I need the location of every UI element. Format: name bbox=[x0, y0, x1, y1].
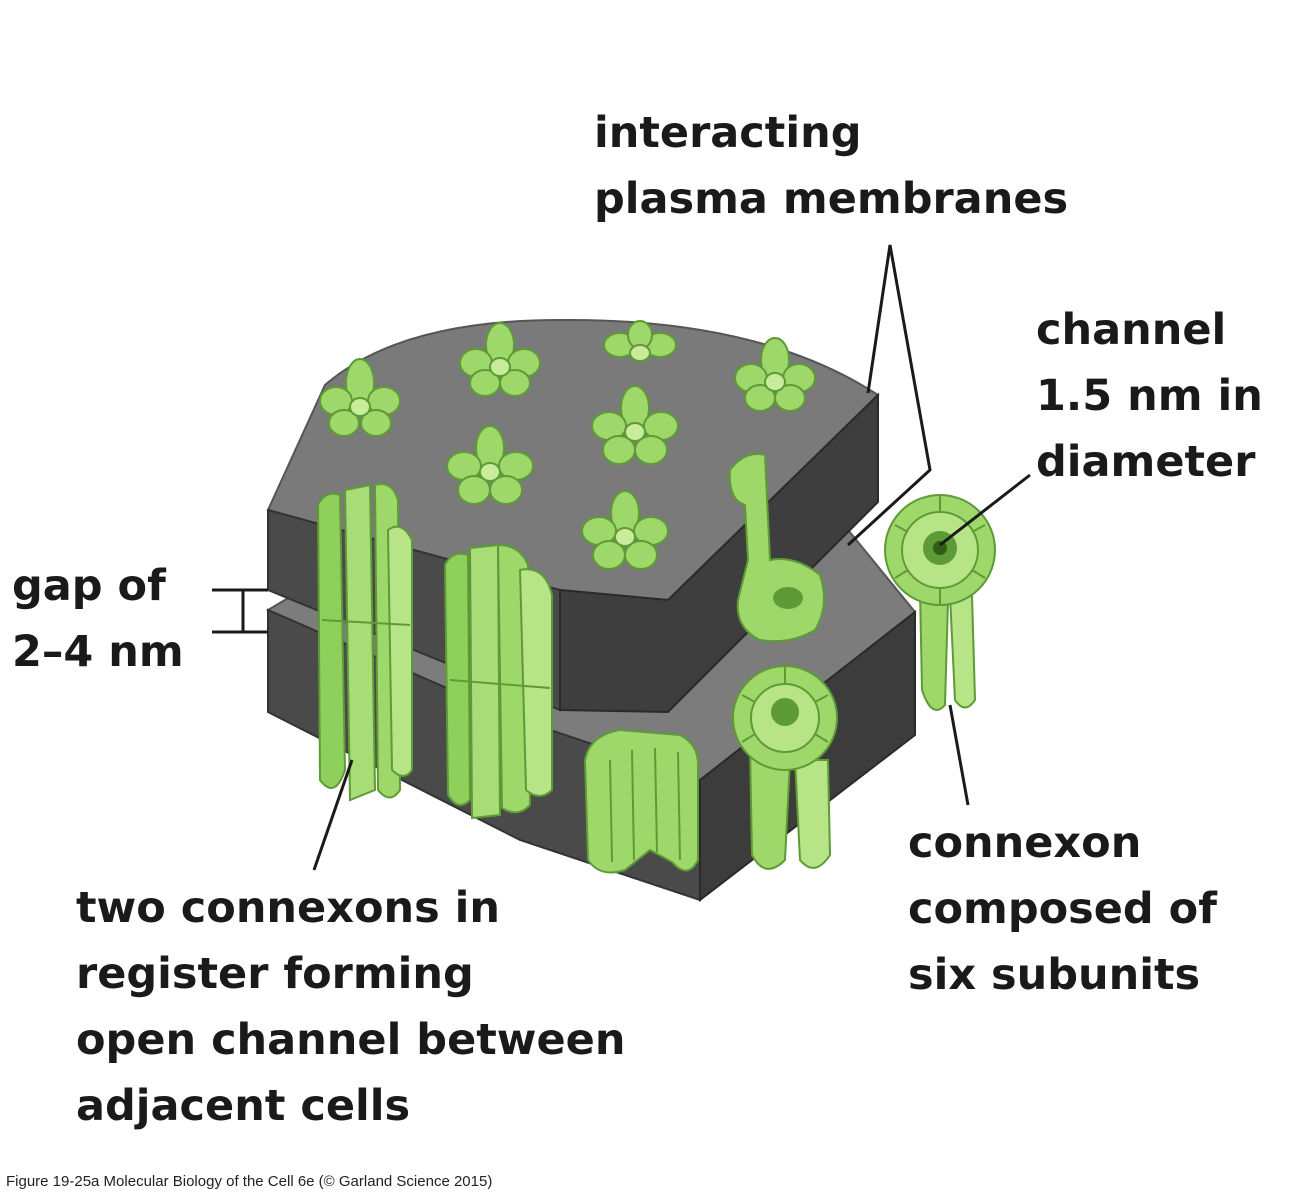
connexon-rosette bbox=[446, 425, 534, 505]
label-gap-width: gap of 2–4 nm bbox=[12, 561, 184, 677]
connexon-rosette bbox=[581, 490, 669, 570]
leader-gap-bracket bbox=[212, 588, 245, 634]
connexon-rosette bbox=[734, 337, 816, 412]
half-connexon-upper bbox=[728, 453, 825, 643]
leader-channel bbox=[939, 473, 1031, 547]
connexon-rosettes bbox=[319, 320, 816, 570]
leader-two-connexons bbox=[312, 759, 354, 871]
connexon-ring-front bbox=[732, 665, 838, 870]
cutaway-channel-front bbox=[583, 728, 700, 874]
connexon-rosette bbox=[319, 358, 401, 437]
connexon-rosette bbox=[603, 320, 677, 362]
figure-caption: Figure 19-25a Molecular Biology of the C… bbox=[6, 1173, 493, 1190]
label-interacting-plasma-membranes: interacting plasma membranes bbox=[594, 108, 1069, 224]
connexon-rosette bbox=[459, 322, 541, 397]
cutaway-channel-middle bbox=[443, 543, 553, 820]
label-two-connexons: two connexons in register forming open c… bbox=[76, 883, 626, 1131]
leader-connexon bbox=[948, 704, 970, 806]
cutaway-channel-left bbox=[316, 483, 413, 802]
upper-membrane-top bbox=[266, 318, 880, 602]
connexon-rosette bbox=[591, 385, 679, 465]
label-connexon-subunits: connexon composed of six subunits bbox=[908, 818, 1217, 1000]
leader-lines bbox=[212, 244, 1031, 871]
leader-membranes bbox=[846, 244, 932, 547]
label-channel-diameter: channel 1.5 nm in diameter bbox=[1036, 305, 1263, 487]
cutaway-connexons bbox=[316, 453, 825, 874]
upper-membrane-right bbox=[559, 392, 879, 714]
